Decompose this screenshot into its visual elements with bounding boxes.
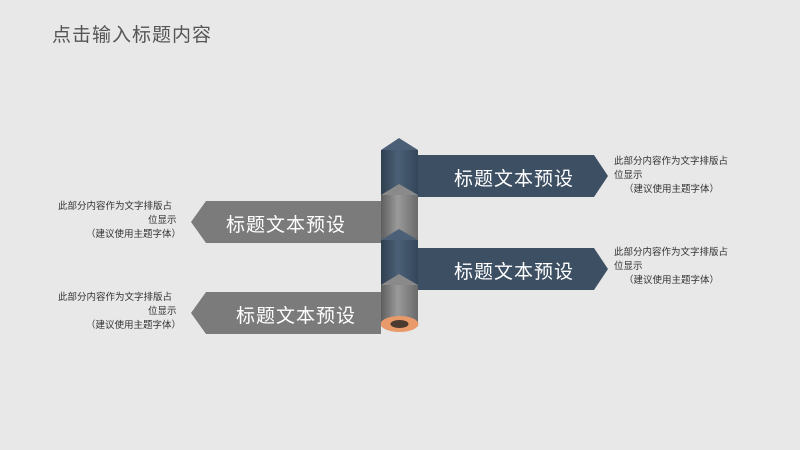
pencil-base-hole [390, 320, 409, 328]
banner-2-label: 标题文本预设 [226, 214, 347, 236]
description-3-line1: 此部分内容作为文字排版占 [614, 247, 729, 258]
description-4-line2: 位显示 [148, 306, 177, 317]
banner-1-label: 标题文本预设 [454, 168, 575, 190]
description-3-line3: （建议使用主题字体） [624, 275, 720, 286]
pencil-tip [381, 138, 418, 150]
description-4: 此部分内容作为文字排版占 位显示 （建议使用主题字体） [58, 291, 181, 333]
banner-3-shape [418, 248, 608, 290]
pencil-column [380, 138, 419, 332]
banner-4-shape [191, 292, 381, 334]
column-cap-4 [381, 274, 418, 285]
column-cap-3 [381, 229, 418, 240]
banner-1-shape [418, 155, 608, 197]
description-3-line2: 位显示 [614, 261, 643, 272]
description-1-line2: 位显示 [614, 170, 643, 181]
description-2-line2: 位显示 [148, 215, 177, 226]
description-2-line1: 此部分内容作为文字排版占 [58, 201, 173, 212]
column-cap-2 [381, 184, 418, 195]
description-1-line3: （建议使用主题字体） [624, 184, 720, 195]
banner-2-shape [191, 201, 381, 243]
banner-4-label: 标题文本预设 [236, 305, 357, 327]
description-4-line3: （建议使用主题字体） [86, 320, 182, 331]
description-4-line1: 此部分内容作为文字排版占 [58, 292, 173, 303]
description-2: 此部分内容作为文字排版占 位显示 （建议使用主题字体） [58, 200, 181, 242]
slide-title: 点击输入标题内容 [52, 24, 213, 46]
description-1: 此部分内容作为文字排版占 位显示 （建议使用主题字体） [614, 155, 728, 197]
description-2-line3: （建议使用主题字体） [86, 229, 182, 240]
banner-3-label: 标题文本预设 [454, 261, 575, 283]
description-1-line1: 此部分内容作为文字排版占 [614, 156, 729, 167]
description-3: 此部分内容作为文字排版占 位显示 （建议使用主题字体） [614, 246, 728, 288]
